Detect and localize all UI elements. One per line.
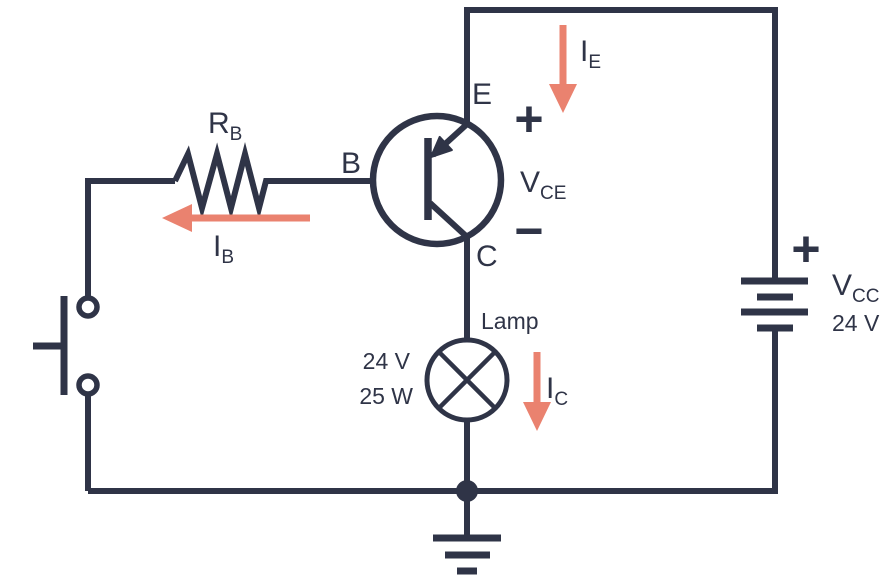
current-e-arrow-head xyxy=(549,84,577,113)
current-e-arrow xyxy=(549,25,577,113)
current-b-label: IB xyxy=(213,230,234,268)
battery-vcc-label: VCC xyxy=(832,269,879,307)
transistor-symbol xyxy=(369,112,505,248)
vce-label-sub: CE xyxy=(540,183,566,204)
vce-plus-sign: + xyxy=(514,91,543,147)
battery-plus-sign: + xyxy=(791,221,820,277)
switch-terminal-bottom xyxy=(76,373,100,397)
wire-battery-bottom-to-ground-rail xyxy=(88,328,778,494)
lamp-symbol xyxy=(424,337,510,423)
current-c-label-sub: C xyxy=(554,389,568,410)
junction-dot xyxy=(456,480,478,502)
vce-minus-sign: − xyxy=(514,203,543,259)
transistor-body-circle xyxy=(369,112,505,248)
battery-symbol xyxy=(741,277,808,332)
wire-left-branch xyxy=(85,178,175,491)
ink-layer: RB B E C + VCE − IE IB IC Lamp 24 V 25 W… xyxy=(33,7,880,575)
current-b-label-sub: B xyxy=(221,247,234,268)
current-e-label-main: I xyxy=(580,35,588,68)
vce-label: VCE xyxy=(520,166,566,204)
lamp-cross xyxy=(437,350,497,410)
battery-vcc-label-main: V xyxy=(832,269,852,302)
current-c-arrow-head xyxy=(523,402,551,431)
resistor-symbol xyxy=(172,142,373,220)
transistor-emitter-arrow xyxy=(430,135,453,158)
collector-label: C xyxy=(476,240,498,273)
lamp-voltage-label: 24 V xyxy=(363,348,411,374)
current-b-arrow xyxy=(162,204,310,232)
battery-vcc-label-sub: CC xyxy=(852,286,879,307)
resistor-label: RB xyxy=(208,107,242,145)
lamp-power-label: 25 W xyxy=(359,383,413,409)
switch-terminal-top xyxy=(76,295,100,319)
lamp-name-label: Lamp xyxy=(481,308,539,334)
current-c-label-main: I xyxy=(546,372,554,405)
current-e-label: IE xyxy=(580,35,601,73)
pushbutton-switch-symbol xyxy=(33,295,100,397)
vce-label-main: V xyxy=(520,166,540,199)
resistor-label-sub: B xyxy=(230,124,243,145)
current-c-arrow xyxy=(523,352,551,431)
current-e-label-sub: E xyxy=(588,52,601,73)
battery-value-label: 24 V xyxy=(832,310,880,336)
wire-emitter-to-battery-top xyxy=(464,7,778,281)
current-b-arrow-head xyxy=(162,204,192,232)
ground-symbol xyxy=(433,534,501,575)
current-b-label-main: I xyxy=(213,230,221,263)
current-arrows-layer xyxy=(162,25,577,431)
base-label: B xyxy=(341,147,361,180)
resistor-label-main: R xyxy=(208,107,230,140)
current-c-label: IC xyxy=(546,372,568,410)
emitter-label: E xyxy=(472,78,492,111)
transistor-collector-lead xyxy=(427,200,469,239)
